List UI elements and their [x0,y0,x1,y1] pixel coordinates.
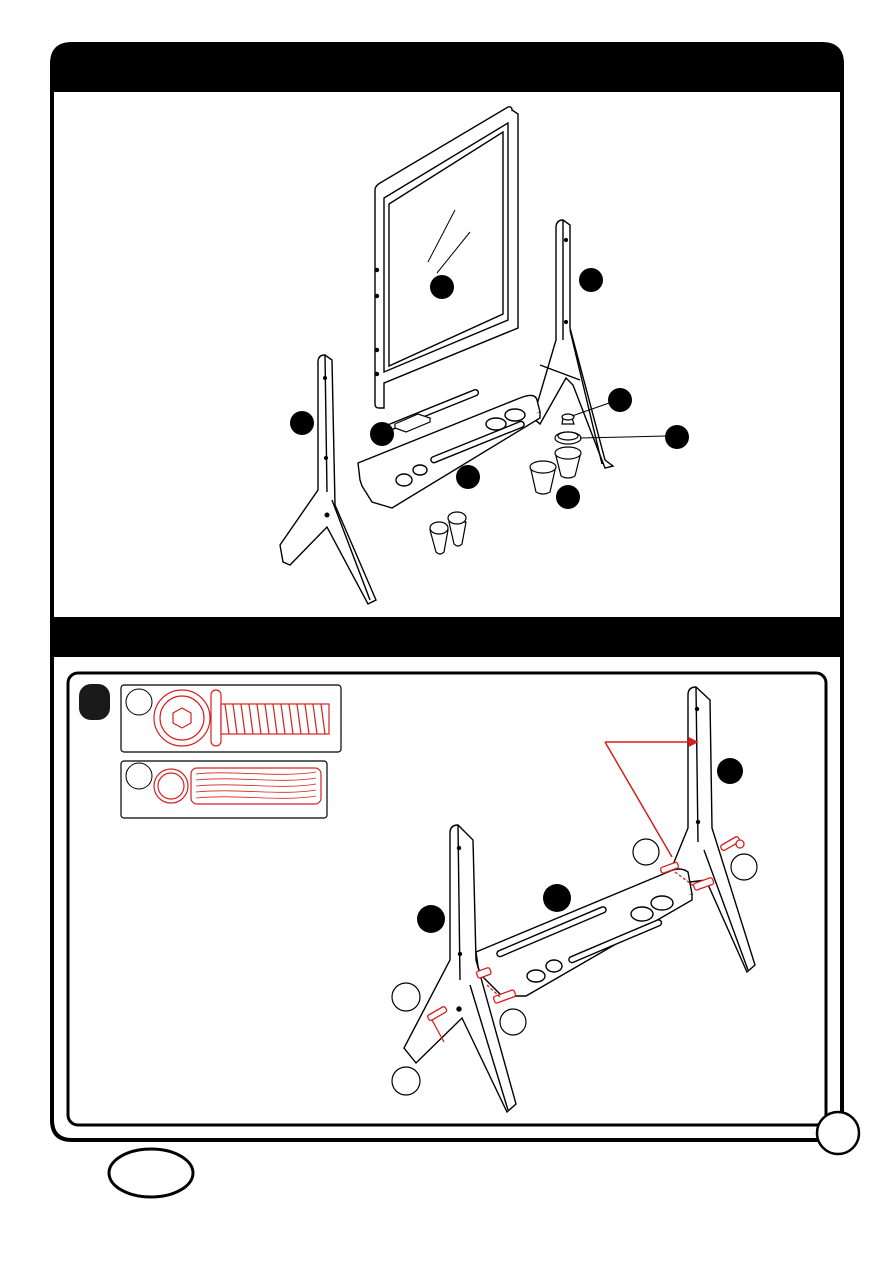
step-number-badge [79,684,110,720]
cup-holder-parts [430,512,466,554]
hardware-bolt-box [121,685,341,752]
mirror-panel [375,107,518,408]
callout-mirror-panel [430,275,454,299]
callout-right-leg [579,268,603,292]
section-header-bar-middle [52,617,842,657]
callout-step-shelf [543,884,571,912]
callout-accessory-tray [370,422,394,446]
hardware-barrel-nut-box [121,761,327,818]
assembly-right-leg [670,687,755,972]
bottom-oval [109,1149,193,1197]
section-header-bar-top [52,44,842,92]
tray-shelf-part [358,389,540,508]
page-number-circle [817,1112,859,1154]
callout-left-leg [290,411,314,435]
callout-step-left-leg [417,905,445,933]
callout-tray-shelf [456,465,480,489]
accessory-tray-part [395,414,430,432]
assembly-shelf [476,869,692,996]
cups-parts [530,414,581,494]
barrel-nut-icon [154,768,321,804]
callout-cups [556,485,580,509]
right-leg-part [533,220,613,468]
callout-step-right-leg [717,758,743,784]
